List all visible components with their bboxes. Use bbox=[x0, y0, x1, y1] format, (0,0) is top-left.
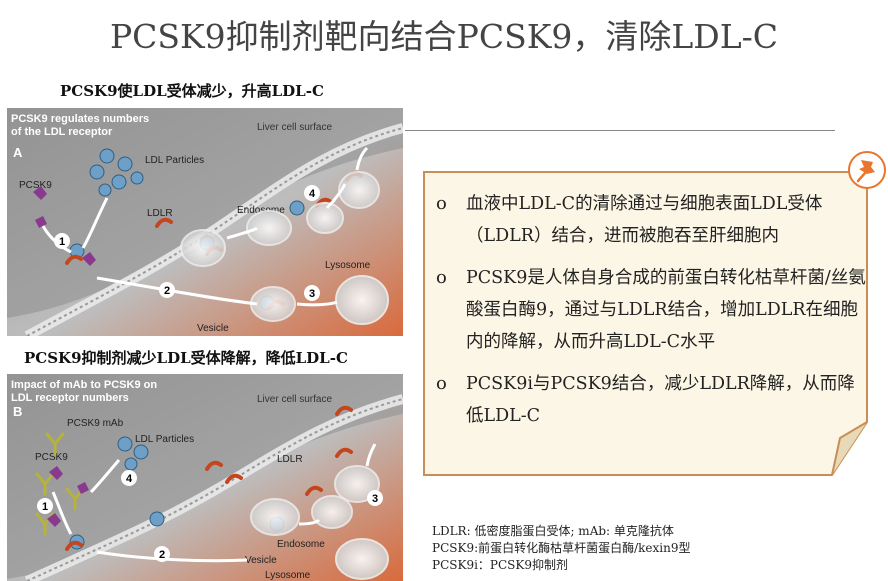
figure-b-title-2: LDL receptor numbers bbox=[11, 392, 129, 404]
note-bullet-item: o 血液中LDL-C的清除通过与细胞表面LDL受体（LDLR）结合，进而被胞吞至… bbox=[436, 188, 866, 252]
figure-a-ldlr-label: LDLR bbox=[147, 208, 173, 219]
svg-text:1: 1 bbox=[59, 236, 65, 248]
legend-line: PCSK9:前蛋白转化酶枯草杆菌蛋白酶/kexin9型 bbox=[432, 541, 691, 555]
figure-a-title: PCSK9 regulates numbers bbox=[11, 113, 149, 125]
note-bullet-text: 血液中LDL-C的清除通过与细胞表面LDL受体（LDLR）结合，进而被胞吞至肝细… bbox=[466, 194, 823, 246]
figure-b-liver-label: Liver cell surface bbox=[257, 394, 332, 405]
figure-b-lysosome-label: Lysosome bbox=[265, 570, 311, 581]
figure-a-endosome-label: Endosome bbox=[237, 205, 285, 216]
vesicles-b bbox=[250, 465, 389, 580]
svg-text:2: 2 bbox=[164, 285, 170, 297]
subheading-bottom: PCSK9抑制剂减少LDL受体降解，降低LDL-C bbox=[24, 349, 348, 367]
bullet-marker: o bbox=[436, 373, 447, 394]
figure-b-title: Impact of mAb to PCSK9 on bbox=[11, 379, 157, 391]
svg-text:3: 3 bbox=[309, 288, 315, 300]
figure-a-letter: A bbox=[13, 145, 23, 160]
legend-line: PCSK9i：PCSK9抑制剂 bbox=[432, 558, 568, 572]
divider-line bbox=[405, 130, 835, 131]
note-bullet-list: o 血液中LDL-C的清除通过与细胞表面LDL受体（LDLR）结合，进而被胞吞至… bbox=[436, 188, 866, 442]
figure-b: Impact of mAb to PCSK9 on LDL receptor n… bbox=[7, 374, 403, 581]
subheading-top: PCSK9使LDL受体减少，升高LDL-C bbox=[60, 82, 324, 100]
figure-a-vesicle-label: Vesicle bbox=[197, 323, 229, 334]
note-bullet-item: o PCSK9i与PCSK9结合，减少LDLR降解，从而降低LDL-C bbox=[436, 368, 866, 432]
legend-line: LDLR: 低密度脂蛋白受体; mAb: 单克隆抗体 bbox=[432, 524, 674, 538]
pathway-arrows-b bbox=[51, 443, 377, 563]
figure-a-lysosome-label: Lysosome bbox=[325, 260, 371, 271]
pcsk9-protein-b bbox=[47, 466, 89, 527]
figure-b-letter: B bbox=[13, 404, 22, 419]
figure-b-pcsk9-label: PCSK9 bbox=[35, 452, 68, 463]
page-title: PCSK9抑制剂靶向结合PCSK9，清除LDL-C bbox=[109, 17, 779, 56]
svg-text:3: 3 bbox=[372, 493, 378, 505]
figure-b-vesicle-label: Vesicle bbox=[245, 555, 277, 566]
note-bullet-text: PCSK9i与PCSK9结合，减少LDLR降解，从而降低LDL-C bbox=[466, 374, 855, 426]
bullet-marker: o bbox=[436, 267, 447, 288]
note-card-background bbox=[423, 171, 868, 476]
svg-text:1: 1 bbox=[42, 501, 48, 513]
note-bullet-text: PCSK9是人体自身合成的前蛋白转化枯草杆菌/丝氨酸蛋白酶9，通过与LDLR结合… bbox=[466, 268, 866, 352]
figure-a-liver-label: Liver cell surface bbox=[257, 122, 332, 133]
figure-b-illustration: Impact of mAb to PCSK9 on LDL receptor n… bbox=[7, 374, 403, 581]
figure-b-ldlr-label: LDLR bbox=[277, 454, 303, 465]
svg-text:4: 4 bbox=[309, 188, 316, 200]
step-badges: 1 2 3 4 bbox=[54, 185, 320, 301]
figure-a-title-2: of the LDL receptor bbox=[11, 126, 113, 138]
abbreviation-legend: LDLR: 低密度脂蛋白受体; mAb: 单克隆抗体 PCSK9:前蛋白转化酶枯… bbox=[432, 523, 691, 574]
ldlr-receptors-b bbox=[65, 405, 353, 551]
pushpin-icon bbox=[847, 150, 887, 190]
vesicles bbox=[180, 171, 389, 325]
figure-a-ldl-label: LDL Particles bbox=[145, 155, 204, 166]
figure-a: PCSK9 regulates numbers of the LDL recep… bbox=[7, 108, 403, 336]
note-bullet-item: o PCSK9是人体自身合成的前蛋白转化枯草杆菌/丝氨酸蛋白酶9，通过与LDLR… bbox=[436, 262, 866, 358]
svg-text:2: 2 bbox=[159, 549, 165, 561]
note-card: o 血液中LDL-C的清除通过与细胞表面LDL受体（LDLR）结合，进而被胞吞至… bbox=[422, 170, 870, 482]
figure-a-illustration: PCSK9 regulates numbers of the LDL recep… bbox=[7, 108, 403, 336]
figure-b-ldl-label: LDL Particles bbox=[135, 434, 194, 445]
bullet-marker: o bbox=[436, 193, 447, 214]
step-badges-b: 1 2 3 4 bbox=[37, 470, 383, 562]
figure-b-endosome-label: Endosome bbox=[277, 539, 325, 550]
figure-b-mab-label: PCSK9 mAb bbox=[67, 418, 124, 429]
svg-text:4: 4 bbox=[126, 473, 133, 485]
mab-antibodies bbox=[35, 432, 85, 536]
figure-a-pcsk9-label: PCSK9 bbox=[19, 180, 52, 191]
pcsk9-protein bbox=[33, 186, 96, 266]
